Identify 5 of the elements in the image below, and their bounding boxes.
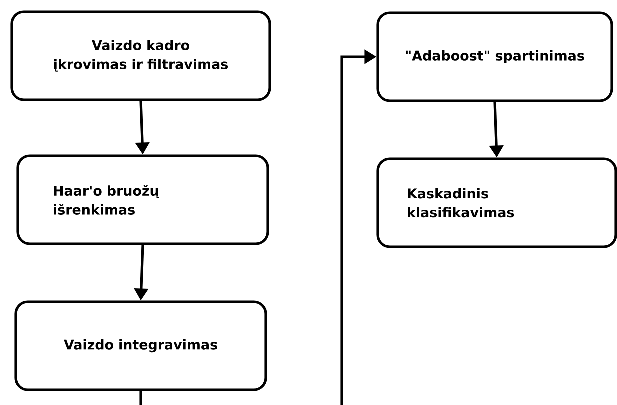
process-box: Vaizdo kadro įkrovimas ir filtravimas — [10, 10, 272, 102]
process-box: Kaskadinis klasifikavimas — [376, 158, 617, 248]
process-box: "Adaboost" spartinimas — [376, 12, 614, 102]
process-box: Vaizdo integravimas — [14, 300, 268, 392]
process-box: Haar'o bruožų išrenkimas — [16, 154, 270, 246]
